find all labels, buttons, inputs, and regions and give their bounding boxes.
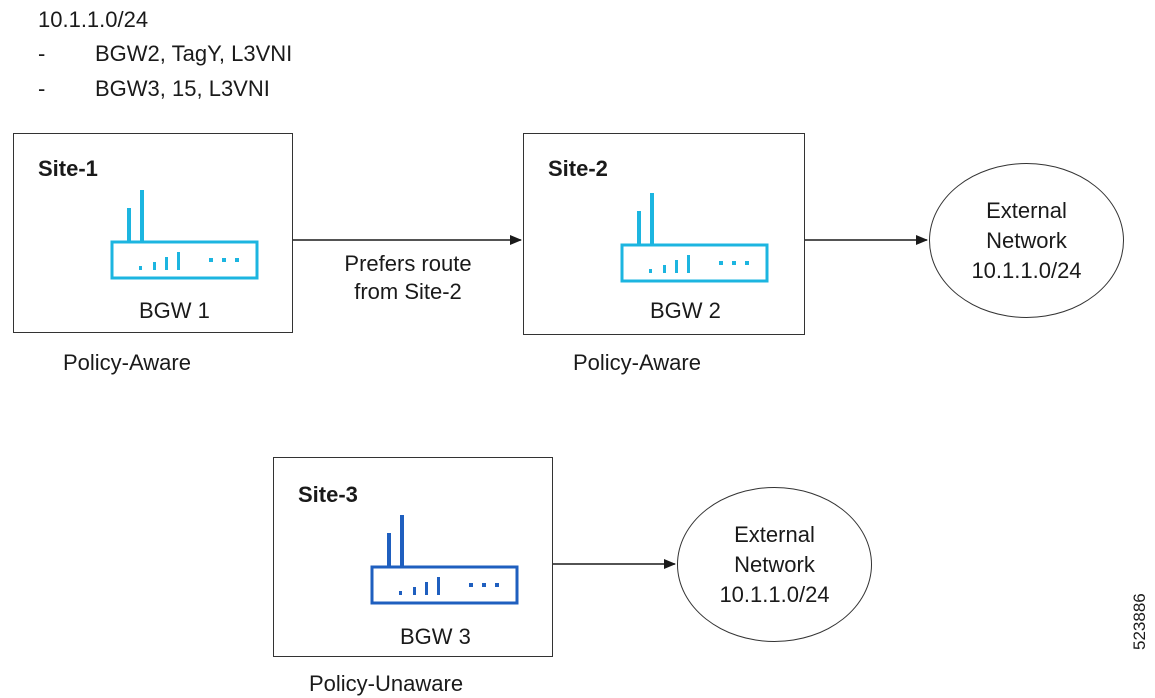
router-status-dot (719, 261, 723, 265)
site-1-policy-label: Policy-Aware (63, 350, 191, 375)
router-body (620, 243, 769, 283)
router-signal-bar (153, 262, 156, 270)
site-2-device-label: BGW 2 (650, 298, 721, 323)
external-network-line: Network (734, 551, 815, 577)
arrow-label: Prefers route from Site-2 (318, 250, 498, 306)
external-network-2: External Network 10.1.1.0/24 (677, 487, 872, 642)
router-signal-bar (413, 587, 416, 595)
site-3-device-label: BGW 3 (400, 624, 471, 649)
router-status-dot (495, 583, 499, 587)
router-icon-shape (620, 193, 769, 283)
router-icon (110, 190, 259, 280)
site-3-policy-label: Policy-Unaware (309, 671, 464, 696)
site-1-box: Site-1 BGW 1 (13, 133, 293, 333)
router-status-dot (222, 258, 226, 262)
router-status-dot (745, 261, 749, 265)
router-status-dot (209, 258, 213, 262)
site-2-policy-label: Policy-Aware (573, 350, 701, 375)
site-2-box: Site-2 BGW 2 (523, 133, 805, 335)
router-signal-bar (425, 582, 428, 595)
site-3-box: Site-3 BGW 3 (273, 457, 553, 657)
external-network-1: External Network 10.1.1.0/24 (929, 163, 1124, 318)
router-signal-bar (675, 260, 678, 273)
router-signal-bar (177, 252, 180, 270)
external-network-line: 10.1.1.0/24 (971, 257, 1082, 283)
router-signal-bar (649, 269, 652, 273)
router-status-dot (469, 583, 473, 587)
route-entry-dash: - (38, 76, 46, 101)
router-body (370, 565, 519, 605)
route-entry-bgw3: BGW3, 15, L3VNI (95, 76, 270, 101)
external-network-line: Network (986, 227, 1067, 253)
router-icon-shape (370, 515, 519, 605)
router-signal-bar (399, 591, 402, 595)
router-icon (620, 193, 769, 283)
arrow-label-line-2: from Site-2 (354, 279, 462, 304)
router-signal-bar (139, 266, 142, 270)
route-prefix: 10.1.1.0/24 (38, 7, 149, 32)
router-signal-bar (663, 265, 666, 273)
site-2-label: Site-2 (548, 156, 608, 181)
router-signal-bar (437, 577, 440, 595)
route-entry-dash: - (38, 41, 46, 66)
router-body (110, 240, 259, 280)
router-icon-shape (110, 190, 259, 280)
router-status-dot (235, 258, 239, 262)
external-network-line: External (734, 521, 815, 547)
external-network-line: External (986, 197, 1067, 223)
site-3-label: Site-3 (298, 482, 358, 507)
arrow-label-line-1: Prefers route (344, 251, 472, 276)
router-status-dot (732, 261, 736, 265)
router-status-dot (482, 583, 486, 587)
router-signal-bar (165, 257, 168, 270)
figure-id: 523886 (1130, 593, 1149, 650)
route-entry-bgw2: BGW2, TagY, L3VNI (95, 41, 293, 66)
router-icon (370, 515, 519, 605)
site-1-device-label: BGW 1 (139, 298, 210, 323)
router-signal-bar (687, 255, 690, 273)
site-1-label: Site-1 (38, 156, 98, 181)
external-network-line: 10.1.1.0/24 (719, 581, 830, 607)
